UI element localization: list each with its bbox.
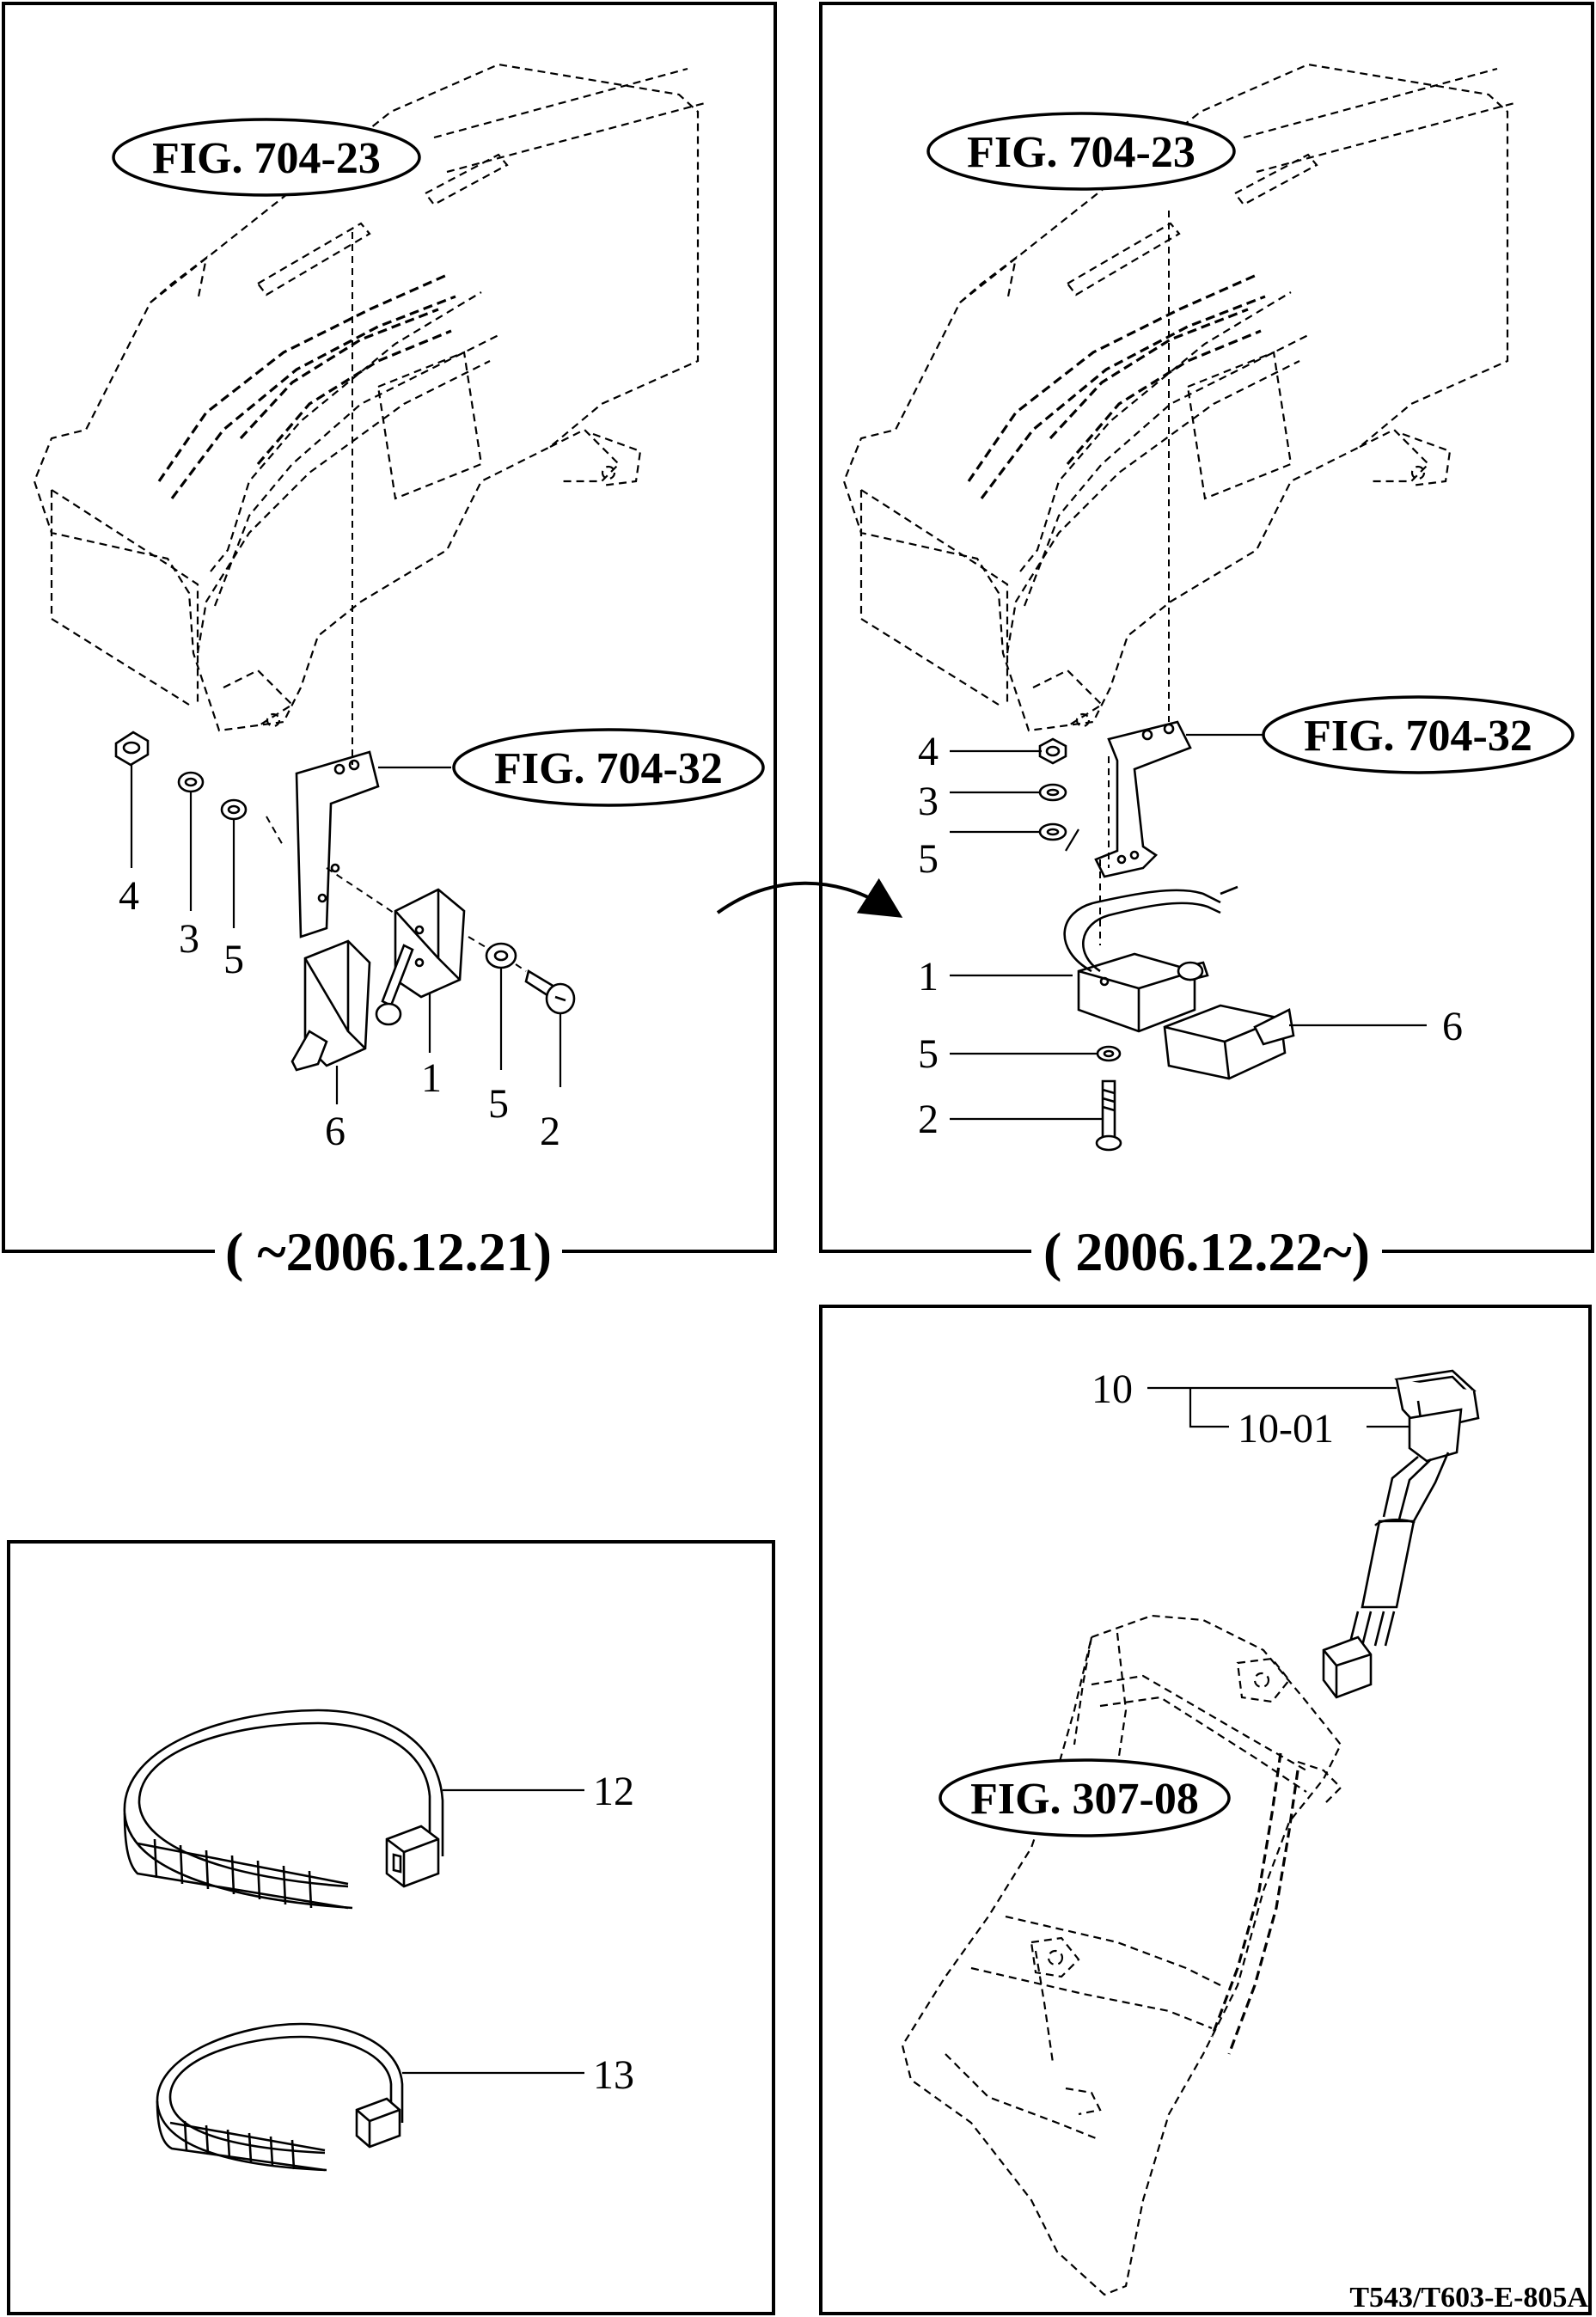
part-num-6-new: 6	[1442, 1004, 1463, 1049]
part-num-3-new: 3	[918, 779, 939, 824]
switch-1-new	[1063, 885, 1238, 1033]
part-num-5b-old: 5	[488, 1081, 509, 1127]
washer-3-new	[1038, 783, 1067, 802]
screw-2-old	[524, 969, 576, 1015]
fig-ref-704-32-old[interactable]: FIG. 704-32	[452, 728, 765, 807]
part-num-13: 13	[593, 2052, 634, 2098]
washer-5b-new	[1096, 1045, 1122, 1062]
switch-6-new	[1163, 1004, 1295, 1080]
part-num-6-old: 6	[325, 1109, 345, 1154]
connector-10	[1394, 1369, 1480, 1463]
washer-5a-old	[220, 798, 248, 821]
version-change-arrow	[716, 877, 903, 918]
screw-2-new	[1095, 1079, 1122, 1152]
part-num-12: 12	[593, 1769, 634, 1814]
date-label-old: ( ~2006.12.21)	[225, 1221, 552, 1282]
frame-housing	[901, 1614, 1342, 2296]
svg-text:FIG. 704-32: FIG. 704-32	[1304, 712, 1532, 761]
fig-ref-307-08[interactable]: FIG. 307-08	[939, 1758, 1231, 1837]
panel-new-version: 4 3 5 1 5 2 6 FIG. 704-23 FIG. 704-32	[819, 2, 1594, 1253]
part-num-2-old: 2	[540, 1109, 560, 1154]
part-num-4-old: 4	[119, 873, 139, 919]
fender-housing-old	[33, 63, 706, 732]
switch-6-old	[290, 939, 371, 1072]
svg-text:FIG. 704-32: FIG. 704-32	[494, 744, 723, 793]
wire-harness	[1322, 1452, 1450, 1699]
bracket-old	[295, 750, 380, 938]
part-num-1-new: 1	[918, 954, 939, 1000]
date-label-new: ( 2006.12.22~)	[1043, 1221, 1370, 1282]
nut-4-new	[1038, 737, 1067, 765]
fig-ref-704-23-new[interactable]: FIG. 704-23	[926, 112, 1236, 191]
part-num-5a-old: 5	[223, 937, 244, 982]
svg-text:FIG. 307-08: FIG. 307-08	[970, 1775, 1199, 1824]
fig-ref-704-23-old[interactable]: FIG. 704-23	[112, 118, 421, 197]
switch-1-old	[375, 888, 466, 1026]
document-ref-code: T543/T603-E-805A	[1349, 2282, 1588, 2314]
bracket-new	[1094, 720, 1192, 878]
fig-ref-704-32-new[interactable]: FIG. 704-32	[1262, 695, 1575, 774]
washer-3-old	[177, 771, 205, 793]
fender-housing-new	[842, 63, 1515, 732]
washer-5a-new	[1038, 822, 1067, 841]
part-num-10-01: 10-01	[1238, 1406, 1334, 1452]
part-num-3-old: 3	[179, 916, 199, 962]
cable-band-13	[156, 2022, 404, 2172]
part-num-10: 10	[1092, 1366, 1133, 1412]
part-num-2-new: 2	[918, 1097, 939, 1142]
cable-band-12	[123, 1709, 444, 1910]
part-num-4-new: 4	[918, 729, 939, 774]
panel-old-version: 4 3 5 1 5 2 6 FIG. 704-23 FIG. 704-32	[2, 2, 777, 1253]
panel-wiring-harness: 10 10-01 FIG. 307-08	[819, 1305, 1592, 2315]
part-num-5a-new: 5	[918, 836, 939, 882]
svg-text:FIG. 704-23: FIG. 704-23	[967, 128, 1195, 177]
part-num-1-old: 1	[421, 1055, 442, 1101]
part-num-5b-new: 5	[918, 1031, 939, 1077]
panel-cable-bands: 12 13	[7, 1540, 775, 2315]
svg-text:FIG. 704-23: FIG. 704-23	[152, 134, 381, 183]
washer-5b-old	[485, 942, 517, 969]
nut-4-old	[114, 731, 150, 767]
